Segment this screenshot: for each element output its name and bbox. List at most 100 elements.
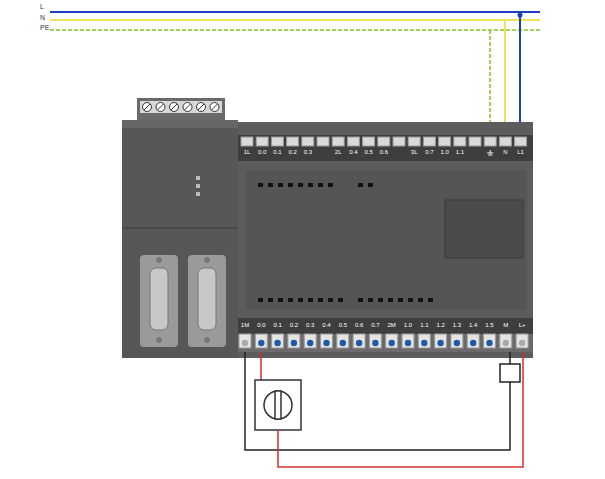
status-led (298, 298, 303, 302)
terminal-screw (421, 340, 427, 346)
terminal-label: 1M (241, 322, 249, 329)
terminal-label: 0.7 (371, 322, 379, 329)
screw-slot (144, 104, 150, 110)
screw-slot (212, 104, 218, 110)
terminal (500, 334, 512, 348)
screw-slot (185, 104, 191, 110)
terminal (363, 137, 375, 146)
terminal-screw (274, 340, 280, 346)
status-led (328, 298, 333, 302)
terminal-label: M (503, 322, 508, 329)
terminal-screw (389, 340, 395, 346)
status-led (278, 298, 283, 302)
terminal (435, 334, 447, 348)
terminal (287, 137, 299, 146)
terminal (393, 137, 405, 146)
terminal-label: 1.1 (420, 322, 428, 329)
status-led (418, 298, 423, 302)
status-led (378, 298, 383, 302)
terminal-label: 0.6 (355, 322, 363, 329)
status-led (318, 298, 323, 302)
status-led (258, 183, 263, 187)
terminal-label: 3L (411, 149, 418, 156)
screw-slot (158, 104, 164, 110)
terminal-screw (258, 340, 264, 346)
terminal-screw (503, 340, 509, 346)
terminal (484, 334, 496, 348)
terminal (451, 334, 463, 348)
terminal (378, 137, 390, 146)
terminal (484, 137, 496, 146)
screw (210, 103, 219, 112)
terminal-label: 2M (388, 322, 396, 329)
terminal-label: 1.2 (436, 322, 444, 329)
terminal-screw (291, 340, 297, 346)
terminal-label: 1.1 (456, 149, 464, 156)
screw (197, 103, 206, 112)
status-led (388, 298, 393, 302)
status-led (288, 298, 293, 302)
screw-slot (198, 104, 204, 110)
line-name: L (40, 3, 44, 11)
status-led (268, 298, 273, 302)
terminal (337, 334, 349, 348)
terminal (239, 334, 251, 348)
terminal (402, 334, 414, 348)
terminal (347, 137, 359, 146)
terminal (516, 334, 528, 348)
terminal (271, 137, 283, 146)
terminal-label: 0.7 (425, 149, 433, 156)
terminal-label: 0.3 (304, 149, 312, 156)
terminal (439, 137, 451, 146)
terminal (304, 334, 316, 348)
terminal-screw (470, 340, 476, 346)
terminal (256, 137, 268, 146)
terminal (408, 137, 420, 146)
terminal-label: 1.0 (440, 149, 448, 156)
terminal (332, 137, 344, 146)
terminal-label: 1.0 (404, 322, 412, 329)
status-led (408, 298, 413, 302)
terminal-screw (340, 340, 346, 346)
terminal-label: 0.0 (258, 149, 266, 156)
status-led (298, 183, 303, 187)
terminal (317, 137, 329, 146)
terminal-label: L1 (517, 149, 524, 156)
terminal-screw (372, 340, 378, 346)
terminal (423, 137, 435, 146)
terminal-label: 1.5 (485, 322, 493, 329)
terminal-screw (307, 340, 313, 346)
terminal (241, 137, 253, 146)
terminal-label: 1.4 (469, 322, 477, 329)
terminal (321, 334, 333, 348)
ground-symbol (487, 153, 493, 154)
status-led (358, 183, 363, 187)
status-led (338, 298, 343, 302)
terminal-label: 0.2 (290, 322, 298, 329)
screw (156, 103, 165, 112)
status-led (258, 298, 263, 302)
terminal (353, 334, 365, 348)
terminal-screw (323, 340, 329, 346)
status-led (318, 183, 323, 187)
status-led (328, 183, 333, 187)
status-led (368, 183, 373, 187)
terminal-label: 0.3 (306, 322, 314, 329)
terminal-label: 0.1 (273, 322, 281, 329)
terminal-screw (486, 340, 492, 346)
terminal-screw (356, 340, 362, 346)
terminal-label: 0.6 (380, 149, 388, 156)
screw-slot (171, 104, 177, 110)
terminal (499, 137, 511, 146)
terminal (255, 334, 267, 348)
terminal-label: 0.2 (288, 149, 296, 156)
status-led (428, 298, 433, 302)
terminal-label: 0.5 (339, 322, 347, 329)
terminal-screw (405, 340, 411, 346)
terminal-label: 0.5 (364, 149, 372, 156)
status-led (288, 183, 293, 187)
terminal-label: 0.4 (322, 322, 330, 329)
terminal (272, 334, 284, 348)
